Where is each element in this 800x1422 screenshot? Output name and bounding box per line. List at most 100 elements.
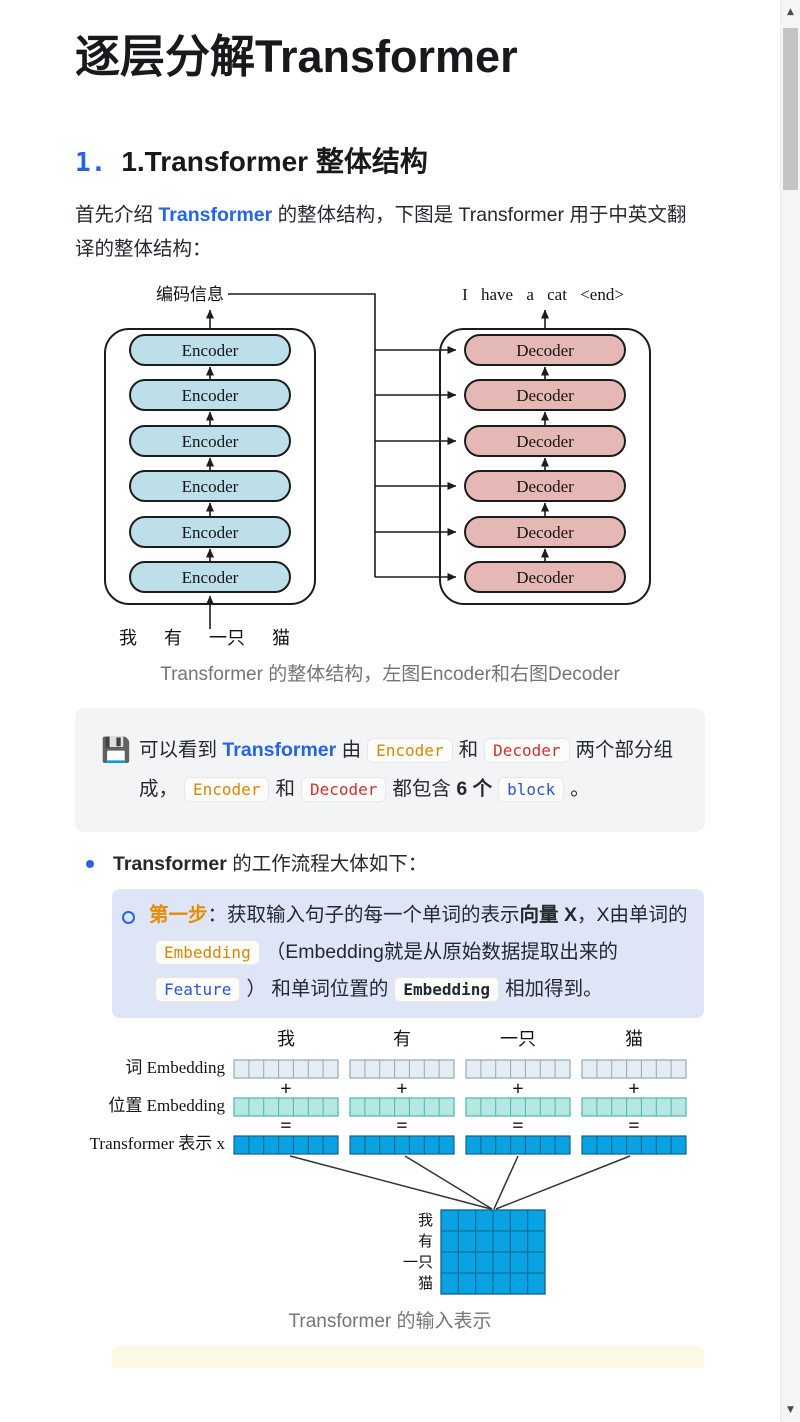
step1-box: 第一步：获取输入句子的每一个单词的表示向量 X，X由单词的Embedding（E… [112,888,704,1018]
matrix-word: 猫 [418,1275,433,1292]
step1-bold-vector: 向量 X [519,903,577,926]
circle-bullet-icon [122,910,135,924]
step1-label: 第一步 [149,903,208,926]
encoded-info-routing-line [228,292,376,577]
diagram1-caption: Transformer 的整体结构，左图Encoder和右图Decoder [160,663,620,685]
matrix-words: 我 有 一只 猫 [403,1212,433,1292]
encoder-block-label: Encoder [182,523,239,542]
position-embedding-row [233,1097,687,1117]
input-representation-diagram: 我 有 一只 猫 词 Embedding 位置 Embedding Transf… [90,1029,687,1295]
matrix-word: 一只 [403,1255,433,1271]
decoder-code: Decoder [300,776,387,802]
transformer-representation-row [233,1135,687,1155]
scroll-up-arrow[interactable]: ▲ [787,7,794,17]
callout-t1: 可以看到 [139,738,223,761]
encoder-block-label: Encoder [182,386,239,405]
input-word: 我 [119,628,137,647]
decoder-block-label: Decoder [516,477,574,496]
encoder-blocks: Encoder Encoder Encoder Encoder Encoder … [129,333,291,593]
step1-t1: ：获取输入句子的每一个单词的表示 [207,903,520,926]
callout-t3: 和 [458,738,479,761]
callout-t7: 。 [570,777,590,800]
decoder-block-label: Decoder [516,568,574,587]
intro-text-1: 首先介绍 [75,203,159,226]
row-label-position-embedding: 位置 Embedding [108,1096,225,1115]
column-word: 一只 [500,1029,536,1049]
encoded-info-label: 编码信息 [156,285,224,304]
equals-sign: = [512,1115,523,1137]
scroll-down-arrow[interactable]: ▼ [787,1405,794,1415]
plus-sign: + [512,1078,523,1100]
output-sentence-label: I have a cat <end> [462,285,624,304]
embedding-code-dark: Embedding [394,976,500,1002]
callout-t5: 和 [275,777,295,800]
input-word: 有 [164,628,182,647]
encoder-code: Encoder [184,776,270,802]
scrollbar[interactable]: ▲ ▼ [780,0,800,1422]
equals-operators: = = = = [280,1115,639,1137]
decoder-block [464,333,626,366]
block-code: block [498,776,565,802]
callout-bold-count: 6 个 [456,777,493,800]
encoded-info-branch-arrows [375,345,457,581]
step1-text: 第一步：获取输入句子的每一个单词的表示向量 X，X由单词的Embedding（E… [149,897,688,1008]
column-word: 有 [393,1029,411,1049]
feature-code: Feature [155,976,241,1002]
callout-t4: 两个部分组成， [139,738,674,800]
decoder-block-label: Decoder [516,386,574,405]
section-heading: 1. 1.Transformer 整体结构 [75,144,705,181]
step1-t2: ，X由单词的 [576,903,688,926]
encoder-code: Encoder [367,737,453,763]
diagram2-caption: Transformer 的输入表示 [288,1310,492,1332]
column-word: 猫 [625,1029,643,1049]
decoder-code: Decoder [484,737,570,763]
row-label-transformer-x: Transformer 表示 x [90,1134,226,1153]
scrollbar-thumb[interactable] [783,28,798,190]
plus-sign: + [628,1078,639,1100]
transformer-link[interactable]: Transformer [158,203,273,226]
step1-t5: 相加得到。 [505,977,603,1000]
encoder-block-label: Encoder [182,477,239,496]
decoder-block-label: Decoder [516,523,574,542]
callout-t6: 都包含 [392,777,457,800]
section-title: 1.Transformer 整体结构 [121,146,428,177]
next-step-box-edge [112,1345,704,1368]
workflow-bold: Transformer [113,852,227,875]
equals-sign: = [628,1115,639,1137]
matrix-word: 有 [418,1233,433,1250]
bullet-disc-icon [86,859,94,868]
intro-paragraph: 首先介绍 Transformer 的整体结构，下图是 Transformer 用… [75,198,705,266]
floppy-disk-icon: 💾 [101,736,131,764]
intro-text-2: 的整体结构，下图是 Transformer 用于中英文翻译的整体结构： [75,203,687,260]
page-title: 逐层分解Transformer [75,31,518,82]
transformer-link[interactable]: Transformer [222,738,337,761]
encoder-block [129,333,291,366]
decoder-block-label: Decoder [516,432,574,451]
section-number: 1. [75,148,107,178]
encoder-block-label: Encoder [182,432,239,451]
step1-t3: （Embedding就是从原始数据提取出来的 [265,940,618,963]
decoder-block-label: Decoder [516,341,574,360]
column-words: 我 有 一只 猫 [277,1029,643,1049]
encoder-decoder-architecture-diagram: 编码信息 I have a cat <end> Encoder Encoder [104,285,651,647]
workflow-bullet-text: Transformer 的工作流程大体如下： [113,849,427,879]
input-word: 一只 [209,628,245,647]
column-word: 我 [277,1029,295,1049]
embedding-code: Embedding [155,939,260,965]
encoder-block-label: Encoder [182,568,239,587]
encoder-block-label: Encoder [182,341,239,360]
input-word: 猫 [272,628,290,647]
plus-sign: + [280,1078,291,1100]
matrix-word: 我 [418,1212,433,1229]
callout-t2: 由 [336,738,362,761]
input-matrix [440,1209,546,1295]
step1-t4: ） 和单词位置的 [246,977,389,1000]
word-embedding-row [233,1059,687,1079]
decoder-blocks: Decoder Decoder Decoder Decoder Decoder … [464,333,626,593]
plus-operators: + + + + [280,1078,639,1100]
stack-arrows [206,309,549,629]
input-words: 我 有 一只 猫 [119,628,290,647]
workflow-list-item: Transformer 的工作流程大体如下： [86,849,705,879]
